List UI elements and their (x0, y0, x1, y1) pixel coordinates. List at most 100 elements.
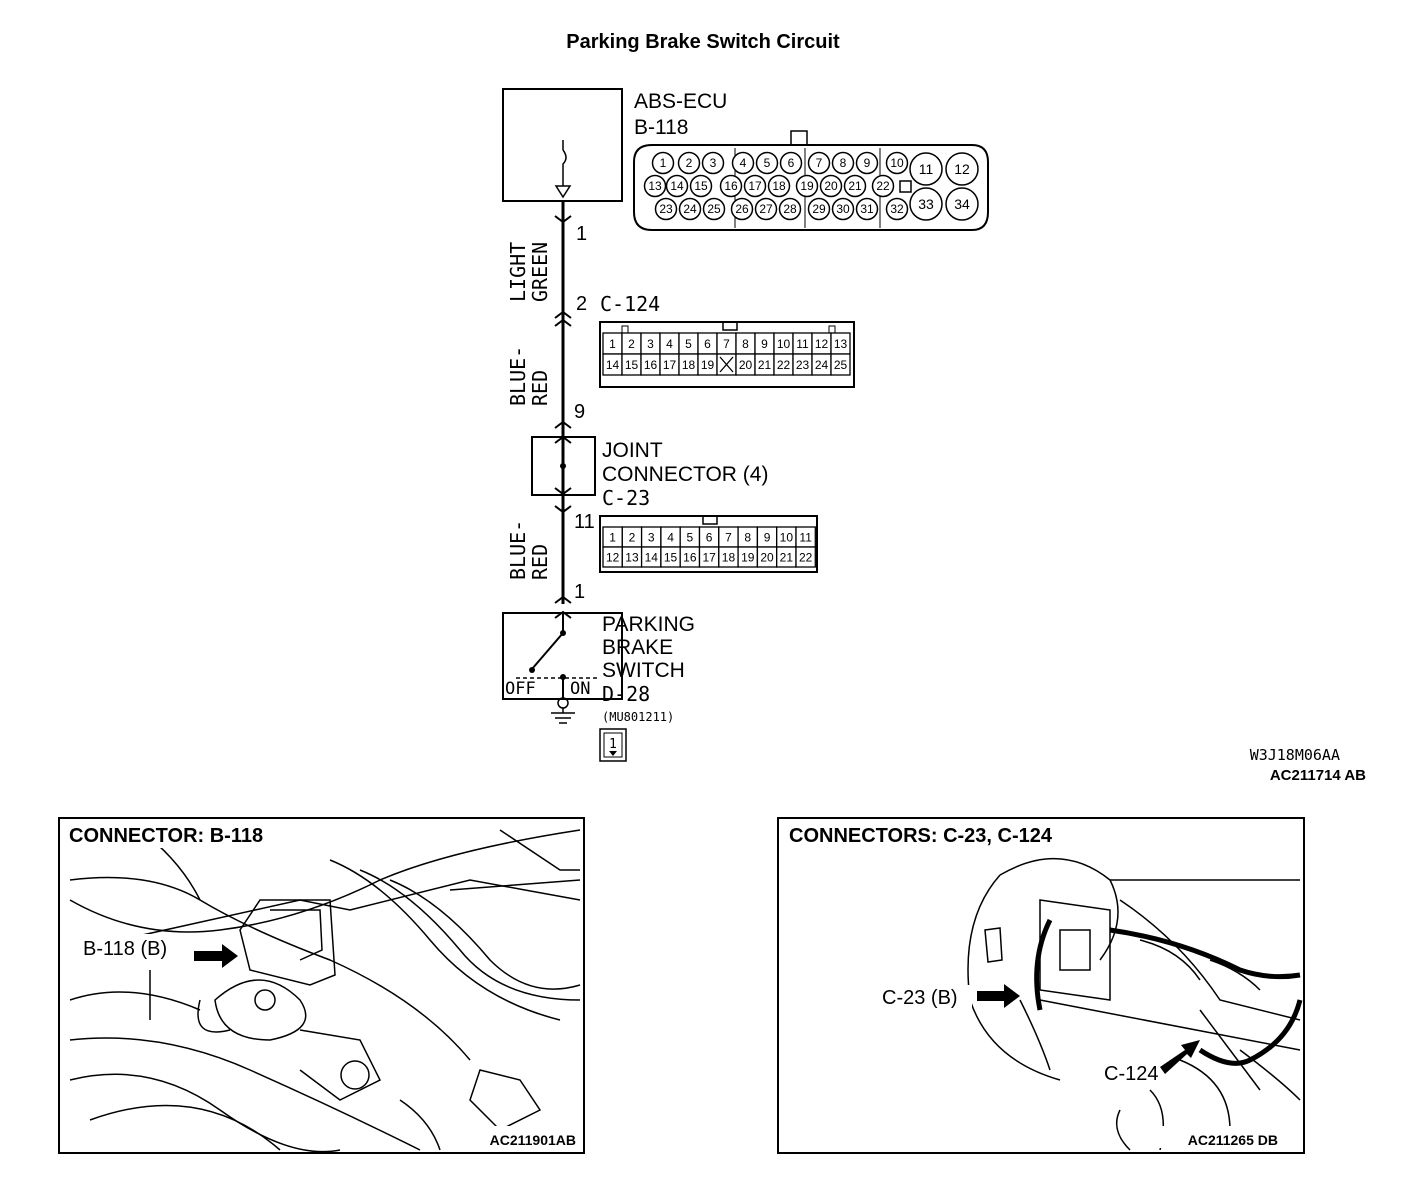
ecu-pin (677, 151, 701, 175)
cavity-number: 15 (625, 358, 639, 372)
joint-line1: JOINT (602, 439, 663, 462)
cavity-number: 15 (664, 550, 678, 564)
c124-callout-arrow (1160, 1040, 1200, 1074)
ecu-pin-1-label: 1 (576, 223, 587, 245)
switch-on-label: ON (570, 679, 590, 699)
cavity-number: 1 (609, 337, 616, 351)
cavity-number: 13 (834, 337, 848, 351)
ecu-pin-number: 18 (772, 179, 786, 193)
connector-location-panel-b118: CONNECTOR: B-118 B-118 (B) AC211901AB (58, 817, 585, 1154)
switch-code: D-28 (602, 682, 650, 706)
switch-line2: BRAKE (602, 636, 673, 659)
cavity-number: 18 (722, 550, 736, 564)
ecu-pin-number: 5 (764, 156, 771, 170)
cavity-number: 19 (701, 358, 715, 372)
cavity-number: 14 (645, 550, 659, 564)
cavity-number: 6 (704, 337, 711, 351)
ecu-pin (730, 197, 754, 221)
c124-pin-2-label: 2 (576, 293, 587, 315)
ecu-pin (678, 197, 702, 221)
cavity-number: 2 (628, 337, 635, 351)
ecu-pin-number: 34 (954, 196, 970, 212)
ecu-pin-number: 1 (660, 156, 667, 170)
ecu-pin-number: 16 (724, 179, 738, 193)
c23-callout-label: C-23 (B) (882, 987, 958, 1009)
switch-line3: SWITCH (602, 659, 685, 682)
switch-off-label: OFF (505, 679, 536, 699)
ecu-pin (665, 174, 689, 198)
left-panel-ref: AC211901AB (490, 1132, 576, 1148)
ecu-pin (885, 197, 909, 221)
cavity-number: 17 (663, 358, 677, 372)
ecu-pin (651, 151, 675, 175)
switch-connector-pin: 1 (609, 737, 617, 752)
connector-location-panel-c23-c124: CONNECTORS: C-23, C-124 C-23 (B) C-124 A… (777, 817, 1305, 1154)
ecu-pin-number: 3 (710, 156, 717, 170)
wire3-color-red: RED (528, 544, 552, 580)
cavity-number: 1 (609, 530, 616, 544)
ecu-pin (909, 152, 943, 186)
c124-callout-label: C-124 (1104, 1063, 1158, 1085)
ecu-pin-number: 15 (694, 179, 708, 193)
cavity-number: 23 (796, 358, 810, 372)
ecu-pin (885, 151, 909, 175)
ecu-pin (702, 197, 726, 221)
ecu-pin (778, 197, 802, 221)
ecu-name: ABS-ECU (634, 90, 727, 113)
ecu-pin (945, 152, 979, 186)
cavity-number: 11 (799, 530, 812, 544)
ecu-pin-number: 2 (686, 156, 693, 170)
ecu-pin-number: 29 (812, 202, 826, 216)
ecu-pin-number: 12 (954, 161, 970, 177)
cavity-number: 9 (764, 530, 771, 544)
cavity-number: 8 (742, 337, 749, 351)
ecu-pin (767, 174, 791, 198)
ecu-pin-number: 27 (759, 202, 773, 216)
cavity-number: 12 (815, 337, 829, 351)
connector-cavity (830, 353, 851, 376)
ecu-pin (743, 174, 767, 198)
ecu-pin (654, 197, 678, 221)
ecu-pin (831, 197, 855, 221)
cavity-number: 21 (780, 550, 794, 564)
switch-part-number: (MU801211) (602, 710, 674, 724)
ecu-pin-number: 33 (918, 196, 934, 212)
ecu-pin-number: 11 (919, 161, 934, 177)
cavity-number: 10 (777, 337, 791, 351)
ecu-pin-number: 32 (890, 202, 904, 216)
wire2-color-red: RED (528, 370, 552, 406)
ecu-pin-number: 8 (840, 156, 847, 170)
ecu-pin-number: 14 (670, 179, 684, 193)
cavity-number: 3 (648, 530, 655, 544)
cavity-number: 11 (796, 337, 809, 351)
ecu-pin-number: 26 (735, 202, 749, 216)
cavity-number: 7 (725, 530, 732, 544)
ecu-pin-number: 21 (848, 179, 862, 193)
right-panel-ref: AC211265 DB (1188, 1132, 1278, 1148)
illustration-ref-code: AC211714 AB (1270, 767, 1366, 784)
ecu-pin (755, 151, 779, 175)
diagram-title: Parking Brake Switch Circuit (566, 31, 840, 53)
cavity-number: 22 (799, 550, 813, 564)
b118-callout-arrow (194, 944, 238, 968)
cavity-number: 13 (625, 550, 639, 564)
ecu-pin-number: 4 (740, 156, 747, 170)
ecu-pin-number: 10 (890, 156, 904, 170)
joint-code: C-23 (602, 486, 650, 510)
cavity-number: 4 (667, 530, 674, 544)
cavity-number: 8 (744, 530, 751, 544)
ecu-pin (909, 187, 943, 221)
ecu-pin-number: 20 (824, 179, 838, 193)
b118-callout-label: B-118 (B) (83, 938, 167, 960)
cavity-number: 6 (706, 530, 713, 544)
ecu-pin (855, 197, 879, 221)
switch-line1: PARKING (602, 613, 695, 636)
ecu-pin (843, 174, 867, 198)
ecu-pin-number: 30 (836, 202, 850, 216)
cavity-number: 18 (682, 358, 696, 372)
cavity-number: 16 (644, 358, 658, 372)
cavity-number: 10 (780, 530, 794, 544)
cavity-number: 20 (739, 358, 753, 372)
